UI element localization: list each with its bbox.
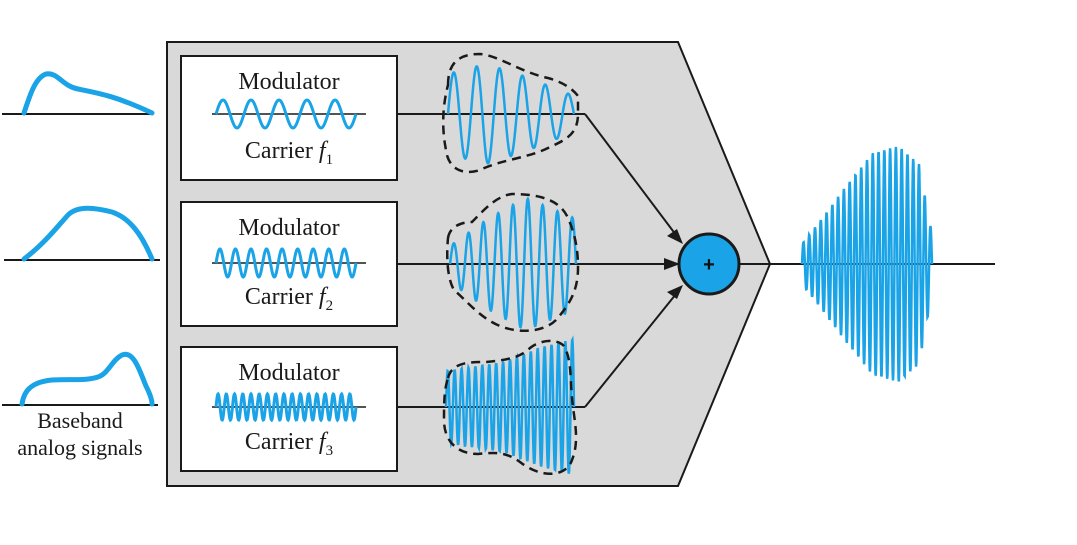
modulator-title: Modulator bbox=[238, 360, 339, 386]
carrier-wave-1 bbox=[214, 98, 358, 130]
modulator-title: Modulator bbox=[238, 69, 339, 95]
route-line-1 bbox=[584, 113, 677, 236]
arrow-icon bbox=[667, 285, 683, 299]
baseband-signal-2 bbox=[4, 205, 160, 262]
composite-output-signal bbox=[800, 146, 934, 382]
modulator-box-3: Modulator Carrier f3 bbox=[180, 346, 398, 472]
arrow-icon bbox=[667, 229, 683, 244]
route-line-3 bbox=[584, 293, 677, 408]
baseband-signal-3 bbox=[2, 351, 158, 407]
modulator-title: Modulator bbox=[238, 215, 339, 241]
modulator-box-1: Modulator Carrier f1 bbox=[180, 55, 398, 181]
carrier-label-2: Carrier f2 bbox=[245, 284, 333, 314]
modulator-box-2: Modulator Carrier f2 bbox=[180, 201, 398, 327]
modulated-signal-2 bbox=[448, 196, 578, 330]
carrier-label-3: Carrier f3 bbox=[245, 429, 333, 459]
carrier-wave-3 bbox=[214, 391, 358, 423]
carrier-wave-2 bbox=[214, 247, 358, 279]
baseband-caption-line1: Baseband bbox=[37, 408, 123, 433]
arrow-icon bbox=[664, 258, 680, 270]
baseband-caption-line2: analog signals bbox=[17, 435, 142, 460]
modulated-signal-1 bbox=[446, 65, 576, 165]
envelope-3 bbox=[442, 339, 578, 475]
baseband-signal-1 bbox=[2, 71, 155, 116]
envelope-1 bbox=[441, 52, 580, 174]
summer-symbol: + bbox=[703, 254, 715, 276]
envelope-2 bbox=[446, 192, 580, 333]
carrier-label-1: Carrier f1 bbox=[245, 138, 333, 168]
